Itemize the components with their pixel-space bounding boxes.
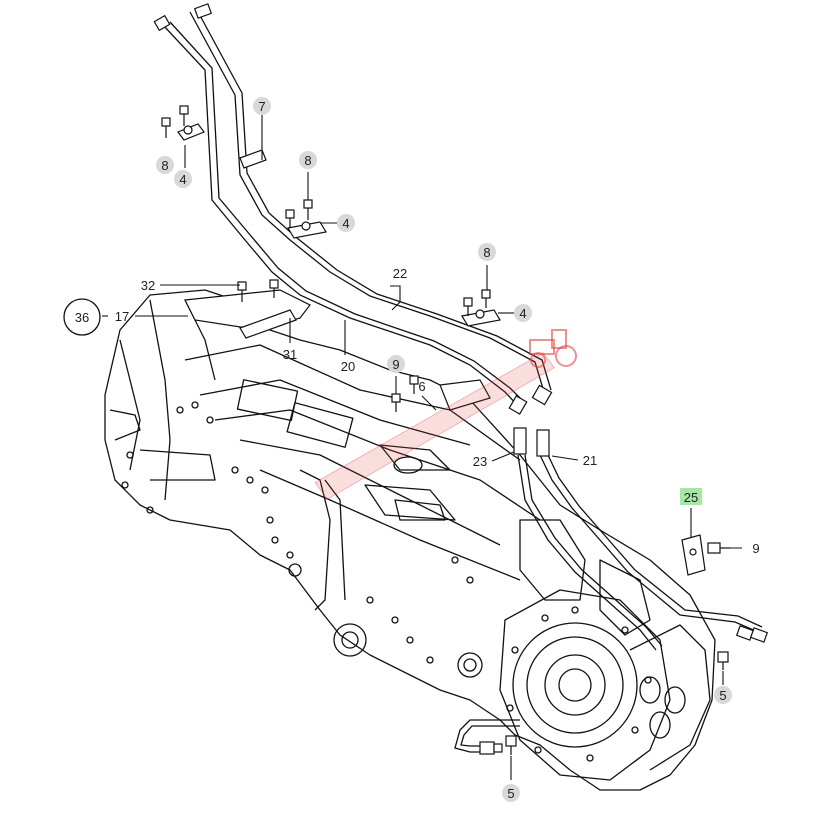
callout-9: 9 (387, 355, 405, 373)
callout-36: 36 (63, 298, 101, 336)
callout-23: 23 (473, 454, 487, 469)
callout-bubble (156, 156, 174, 174)
callout-number: 8 (161, 158, 168, 173)
callout-8: 8 (299, 151, 317, 169)
tractor-logo-icon (529, 329, 577, 368)
callout-number: 8 (304, 153, 311, 168)
callout-4: 4 (514, 304, 532, 322)
callout-number: 20 (341, 359, 355, 374)
callout-17: 17 (115, 309, 129, 324)
callout-number: 6 (418, 379, 425, 394)
callout-number: 23 (473, 454, 487, 469)
callout-6: 6 (418, 379, 425, 394)
pipe-20 (162, 24, 521, 409)
pipe-22 (189, 11, 545, 393)
leader-lines (102, 115, 742, 780)
callout-number: 4 (342, 216, 349, 231)
callout-bubble (514, 304, 532, 322)
rear-flange-bolts (506, 606, 652, 762)
callout-number: 25 (684, 490, 698, 505)
lubrication-pipes (162, 9, 763, 753)
callout-7: 7 (253, 97, 271, 115)
pipe-fittings (153, 3, 769, 755)
callout-bubble (299, 151, 317, 169)
callout-number: 4 (179, 172, 186, 187)
callout-4: 4 (174, 170, 192, 188)
callout-bubble (337, 214, 355, 232)
pipe-21 (539, 454, 759, 633)
callout-number: 8 (483, 245, 490, 260)
callout-5: 5 (502, 784, 520, 802)
bolts (161, 105, 730, 755)
callout-20: 20 (341, 359, 355, 374)
callout-number: 17 (115, 309, 129, 324)
callout-bubble (714, 686, 732, 704)
watermark (314, 352, 556, 500)
callout-25: 25 (680, 488, 702, 505)
callout-8: 8 (478, 243, 496, 261)
callout-number: 22 (393, 266, 407, 281)
callout-number: 9 (392, 357, 399, 372)
callout-number: 31 (283, 347, 297, 362)
callout-9: 9 (752, 541, 759, 556)
callout-number: 21 (583, 453, 597, 468)
callout-8: 8 (156, 156, 174, 174)
callout-number: 5 (719, 688, 726, 703)
callout-5: 5 (714, 686, 732, 704)
callout-32: 32 (141, 278, 155, 293)
pipe-23 (517, 454, 657, 651)
callout-number: 7 (258, 99, 265, 114)
callout-number: 9 (752, 541, 759, 556)
callout-ring (63, 298, 101, 336)
callout-21: 21 (583, 453, 597, 468)
callout-highlight (680, 488, 702, 505)
callout-bubble (253, 97, 271, 115)
transmission-housing (104, 289, 716, 791)
callout-number: 4 (519, 306, 526, 321)
callout-4: 4 (337, 214, 355, 232)
callout-bubble (387, 355, 405, 373)
callout-bubble (478, 243, 496, 261)
callout-number: 36 (75, 310, 89, 325)
callout-number: 5 (507, 786, 514, 801)
callout-22: 22 (393, 266, 407, 281)
callout-bubble (502, 784, 520, 802)
callout-number: 32 (141, 278, 155, 293)
housing-bolts (121, 401, 474, 664)
callout-31: 31 (283, 347, 297, 362)
pipe-clips (177, 123, 706, 576)
callout-bubble (174, 170, 192, 188)
